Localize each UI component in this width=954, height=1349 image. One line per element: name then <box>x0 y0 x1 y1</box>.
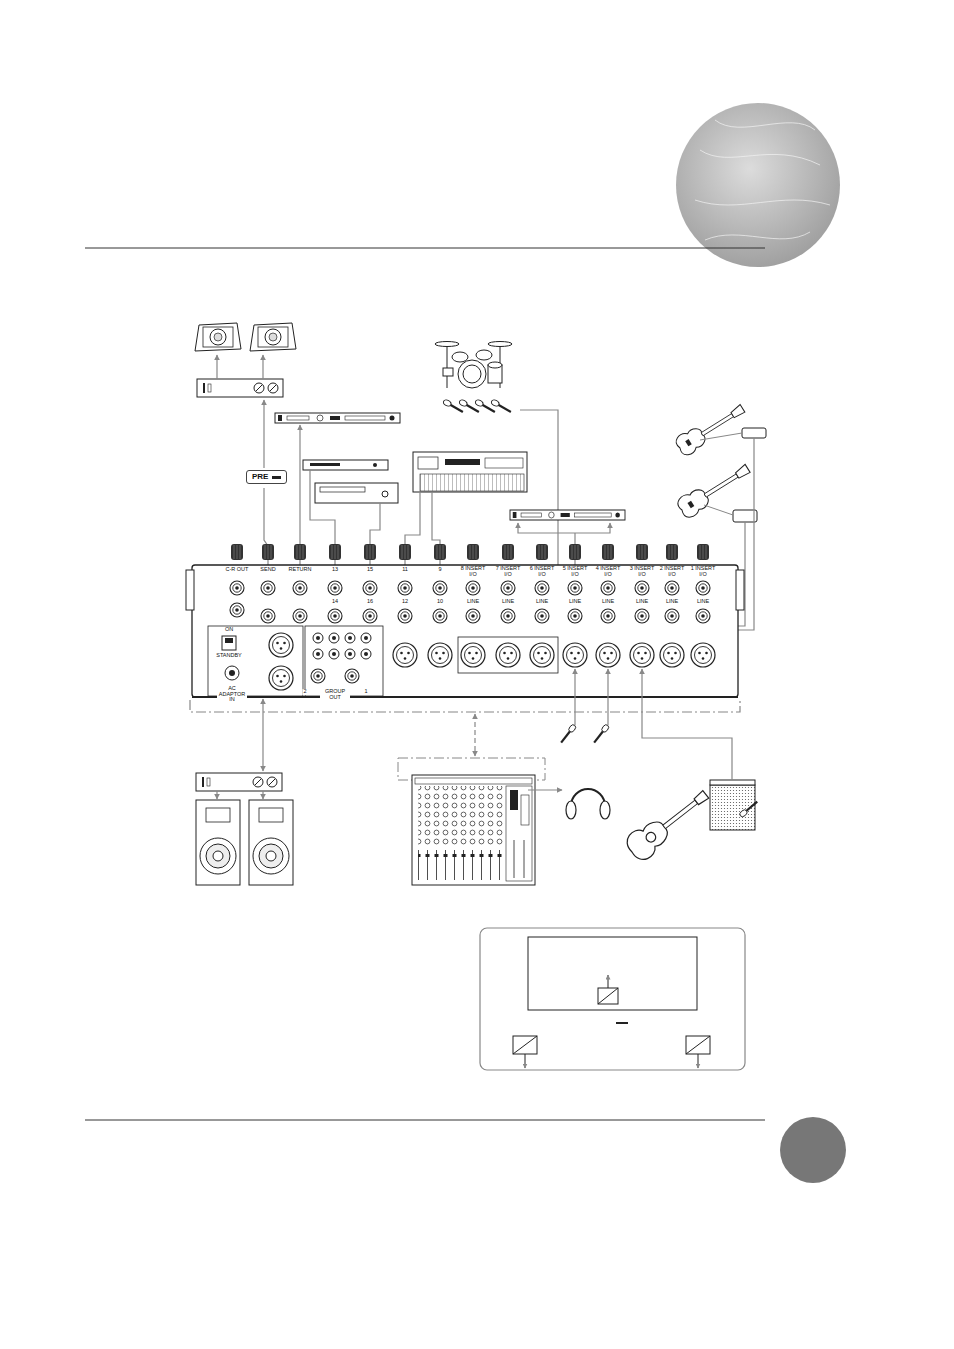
panel-label: 16 <box>366 599 374 605</box>
panel-label: 9 <box>437 567 442 573</box>
panel-label: LINE <box>696 599 710 605</box>
switch-icon <box>272 476 281 479</box>
panel-label: 5 INSERT I/O <box>560 566 590 577</box>
panel-label: C-R OUT <box>225 567 250 573</box>
panel-label: 15 <box>366 567 374 573</box>
panel-label: RETURN <box>288 567 313 573</box>
panel-label: 1 <box>363 689 368 695</box>
panel-label: LINE <box>635 599 649 605</box>
panel-label: LINE <box>501 599 515 605</box>
panel-label: 11 <box>401 567 409 573</box>
panel-label: 2 INSERT I/O <box>657 566 687 577</box>
box-text: PRE <box>252 473 268 481</box>
panel-label: LINE <box>665 599 679 605</box>
panel-label: 7 INSERT I/O <box>493 566 523 577</box>
panel-label: 6 INSERT I/O <box>527 566 557 577</box>
panel-label: 2 <box>302 689 307 695</box>
panel-label: 12 <box>401 599 409 605</box>
pre-switch-box: PRE <box>246 470 287 484</box>
panel-label: 10 <box>436 599 444 605</box>
panel-label: LINE <box>568 599 582 605</box>
panel-label: GROUP OUT <box>320 689 350 700</box>
panel-label: 1 INSERT I/O <box>688 566 718 577</box>
panel-label: AC ADAPTOR IN <box>217 686 247 703</box>
panel-label: LINE <box>601 599 615 605</box>
panel-label: STANDBY <box>215 653 243 659</box>
panel-label: 8 INSERT I/O <box>458 566 488 577</box>
panel-label: ON <box>224 627 234 633</box>
panel-label: 13 <box>331 567 339 573</box>
panel-label: 14 <box>331 599 339 605</box>
panel-label: LINE <box>466 599 480 605</box>
panel-label: 3 INSERT I/O <box>627 566 657 577</box>
panel-label: 4 INSERT I/O <box>593 566 623 577</box>
panel-label: SEND <box>259 567 276 573</box>
panel-label: LINE <box>535 599 549 605</box>
